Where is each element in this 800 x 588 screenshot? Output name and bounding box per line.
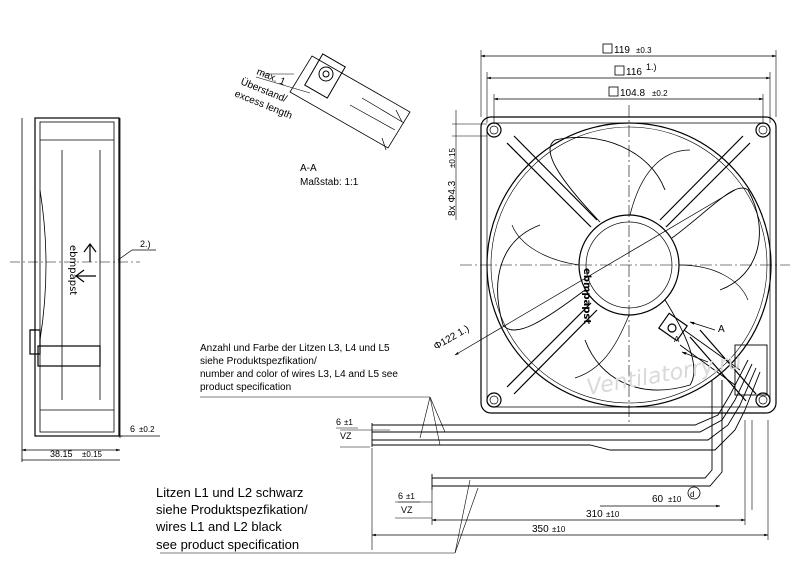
length-60: 60 <box>652 494 664 505</box>
six-b-dimension: 6 <box>336 417 341 427</box>
wires-l345-note-line-1: Anzahl und Farbe der Litzen L3, L4 und L… <box>200 343 390 354</box>
dim-119-tolerance: ±0.3 <box>636 46 652 55</box>
six-a-dimension: 6 <box>130 424 135 434</box>
wires-l345-note-line-4: product specification <box>200 382 291 393</box>
dim-116-note: 1.) <box>646 62 657 72</box>
wires-l12-note-line-4: see product specification <box>156 537 299 552</box>
cable-assembly <box>160 359 769 554</box>
length-60-tolerance: ±10 <box>668 495 682 504</box>
length-350-tolerance: ±10 <box>552 525 566 534</box>
note-2-label: 2.) <box>140 239 151 249</box>
section-label: A-A <box>300 163 317 174</box>
section-arrow-a-label: A <box>718 324 725 335</box>
dim-104: 104.8 <box>620 88 645 99</box>
wires-l12-note-line-1: Litzen L1 und L2 schwarz <box>156 485 303 500</box>
depth-dimension: 38.15 <box>50 449 73 459</box>
length-310: 310 <box>586 509 603 520</box>
wires-l345-note-line-2: siehe Produktspezfikation/ <box>200 356 317 367</box>
square-symbol-icon <box>608 86 619 97</box>
square-symbol-icon <box>602 43 613 54</box>
square-symbol-icon <box>614 65 625 76</box>
side-brand-label: ebmpapst <box>67 245 78 295</box>
section-arrow-a-label-lower: A <box>674 335 680 344</box>
six-c-tolerance: ±1 <box>406 492 415 501</box>
six-b-tolerance: ±1 <box>344 418 353 427</box>
wires-l12-note-line-2: siehe Produktspezfikation/ <box>156 502 308 517</box>
section-detail <box>255 53 411 151</box>
six-c-dimension: 6 <box>398 491 403 501</box>
wires-l12-note-line-3: wires L1 and L2 black <box>155 519 282 534</box>
depth-tolerance: ±0.15 <box>82 450 103 459</box>
front-brand-label: ebmpapst <box>581 268 592 324</box>
front-view <box>452 50 790 425</box>
scale-label: Maßstab: 1:1 <box>300 177 359 188</box>
side-view <box>10 117 160 462</box>
holes-spec: 8x Φ4.3 <box>447 180 458 216</box>
six-a-tolerance: ±0.2 <box>139 425 155 434</box>
dim-116: 116 <box>626 67 642 78</box>
watermark: Ventilatorry.ru <box>585 349 744 401</box>
vz-label-upper: VZ <box>340 431 352 441</box>
vz-label-lower: VZ <box>401 505 413 515</box>
circle-d-label: d <box>690 490 694 499</box>
dim-104-tolerance: ±0.2 <box>652 89 668 98</box>
length-310-tolerance: ±10 <box>606 510 620 519</box>
holes-tolerance: ±0.15 <box>448 147 457 168</box>
length-350: 350 <box>532 524 549 535</box>
dim-119: 119 <box>614 45 630 56</box>
wires-l345-note-line-3: number and color of wires L3, L4 and L5 … <box>200 369 398 380</box>
diam-122-label: Φ122 1.) <box>432 324 471 353</box>
